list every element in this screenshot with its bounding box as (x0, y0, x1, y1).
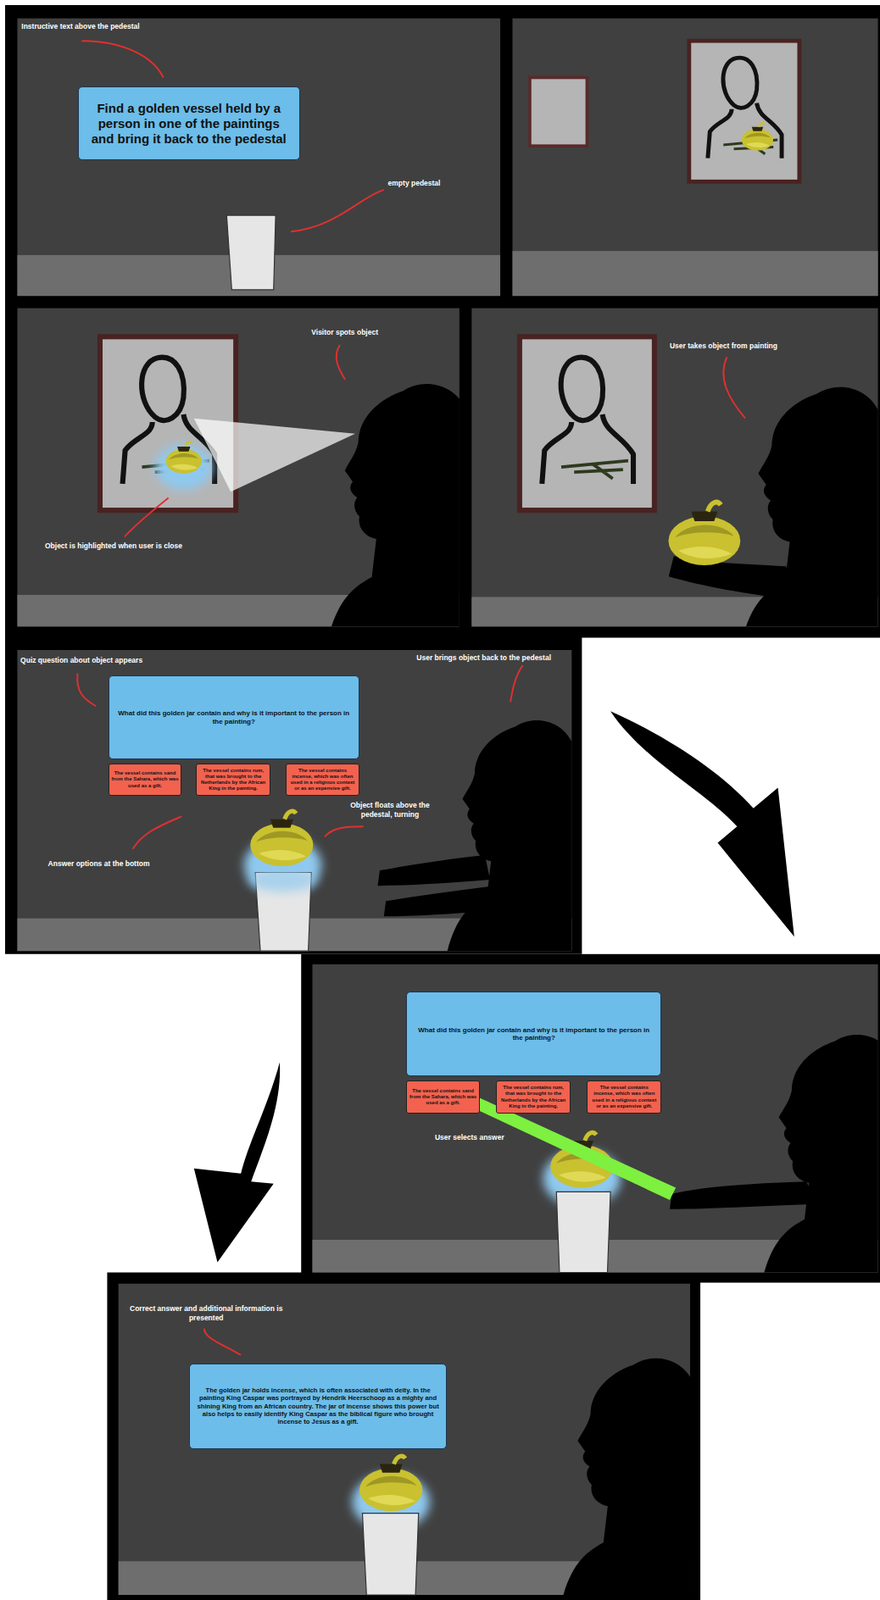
leader-line (290, 189, 385, 232)
node-text: The vessel contains incense, which was o… (589, 1085, 659, 1110)
visitor-silhouette (754, 1035, 879, 1273)
pedestal (226, 215, 276, 290)
leader-line (77, 673, 96, 708)
quiz-question-box: What did this golden jar contain and why… (108, 675, 360, 760)
float-glow (248, 867, 318, 892)
visitor-arm (384, 885, 501, 917)
answer-option: The vessel contains incense, which was o… (586, 1080, 662, 1114)
leader-lines (77, 40, 746, 1356)
annotation-label: Visitor spots object (311, 328, 379, 338)
leader-line (324, 826, 364, 837)
leader-line (336, 345, 346, 380)
quiz-question-box: What did this golden jar contain and why… (406, 991, 662, 1077)
portrait-figure (707, 57, 782, 158)
node-text: Find a golden vessel held by a person in… (85, 100, 294, 147)
pedestal (362, 1514, 418, 1596)
painting-frame (519, 336, 655, 511)
leader-line (133, 816, 183, 850)
node-text: What did this golden jar contain and why… (116, 709, 352, 726)
golden-jar (250, 811, 313, 867)
leader-line (510, 665, 523, 702)
panel (512, 18, 878, 297)
flow-arrow (610, 711, 795, 937)
golden-jar (668, 502, 741, 566)
panels (16, 18, 878, 1596)
visitor-arm (669, 1181, 817, 1210)
node-text: The vessel contains sand from the Sahara… (111, 770, 180, 790)
painting-frame (529, 77, 587, 147)
answer-option: The vessel contains rum, that was brough… (495, 1080, 571, 1114)
visitor-silhouette (318, 384, 460, 627)
panel (16, 18, 501, 297)
leader-line (204, 1329, 241, 1356)
portrait-figure (541, 357, 634, 485)
leader-line (81, 40, 163, 78)
answer-option: The vessel contains incense, which was o… (285, 763, 360, 797)
golden-jar (359, 1456, 423, 1512)
answer-option: The vessel contains rum, that was brough… (195, 763, 271, 797)
annotation-label: Object floats above the pedestal, turnin… (339, 801, 441, 819)
panel-frame (5, 5, 880, 955)
annotation-label: Instructive text above the pedestal (21, 22, 140, 32)
golden-jar (166, 441, 202, 474)
visitor-silhouette (552, 1358, 691, 1596)
visitor-arm (378, 855, 491, 886)
annotation-label: Object is highlighted when user is close (44, 541, 183, 552)
visitor-silhouette (439, 720, 573, 952)
visitor (552, 1358, 691, 1596)
floor (512, 250, 878, 296)
node-text: The vessel contains incense, which was o… (288, 768, 357, 793)
visitor (668, 387, 879, 628)
info-box: The golden jar holds incense, which is o… (189, 1364, 448, 1450)
annotation-label: Correct answer and additional informatio… (121, 1304, 291, 1323)
pedestal (556, 1191, 611, 1273)
annotation-label: Quiz question about object appears (20, 656, 143, 666)
painting-frame (689, 40, 800, 182)
visitor-arm (668, 556, 797, 601)
annotation-label: Answer options at the bottom (48, 859, 151, 869)
golden-jar (741, 122, 774, 151)
visitor (669, 1035, 879, 1273)
leader-line (124, 498, 169, 538)
leader-line (723, 356, 746, 418)
annotation-label: User selects answer (434, 1133, 505, 1143)
annotation-label: User takes object from painting (669, 341, 778, 351)
node-text: The vessel contains sand from the Sahara… (408, 1088, 478, 1108)
answer-option: The vessel contains sand from the Sahara… (108, 763, 183, 797)
annotation-label: User brings object back to the pedestal (416, 653, 552, 663)
node-text: The vessel contains rum, that was brough… (198, 768, 268, 793)
visitor (378, 720, 573, 952)
node-text: The vessel contains rum, that was brough… (498, 1085, 569, 1110)
annotation-label: empty pedestal (388, 178, 441, 189)
node-text: What did this golden jar contain and why… (413, 1026, 654, 1043)
flow-arrow (194, 1062, 280, 1263)
visitor (318, 384, 460, 627)
instruction-box: Find a golden vessel held by a person in… (77, 86, 301, 161)
answer-option: The vessel contains sand from the Sahara… (406, 1080, 480, 1114)
node-text: The golden jar holds incense, which is o… (196, 1386, 440, 1426)
view-cone (194, 418, 356, 493)
